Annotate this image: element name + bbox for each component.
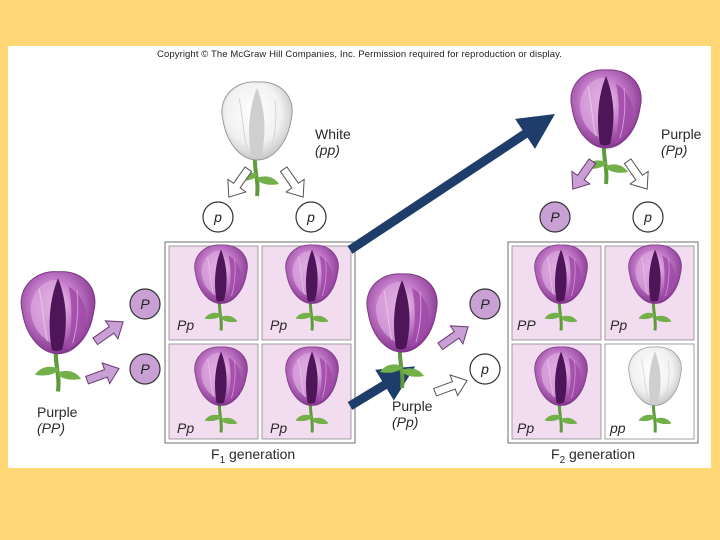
f1-generation-label: F1 generation [211, 446, 295, 466]
arrow-icon [88, 312, 130, 351]
f2-generation-label: F2 generation [551, 446, 635, 466]
allele-circle [295, 201, 327, 233]
f2-left-parent-genotype: (Pp) [392, 414, 419, 430]
allele-circle [539, 201, 571, 233]
f1-cell-2: Pp [270, 317, 288, 333]
f2-gen-sub: 2 [559, 454, 566, 466]
arrow-icon [433, 317, 475, 356]
purple-flower-icon [364, 271, 440, 390]
arrow-icon [618, 154, 657, 196]
f2-top-parent-label: Purple (Pp) [661, 126, 701, 158]
f2-gen-letter: F [551, 446, 560, 462]
f2-cell-3: Pp [517, 420, 535, 436]
f2-left-parent-color: Purple [392, 398, 433, 414]
arrow-icon [219, 162, 258, 204]
copyright-notice: Copyright © The McGraw Hill Companies, I… [157, 49, 562, 60]
allele-circle [469, 353, 501, 385]
white-parent-label: White (pp) [315, 126, 351, 158]
f2-top-parent-color: Purple [661, 126, 702, 142]
purple-flower-icon [21, 272, 95, 392]
f2-left-parent-label: Purple (Pp) [392, 398, 432, 430]
f1-cell-4: Pp [270, 420, 288, 436]
f2-top-allele-1: P [550, 209, 560, 225]
allele-circle [632, 201, 664, 233]
f2-gen-suffix: generation [565, 446, 636, 462]
arrow-icon [347, 366, 416, 410]
f1-gen-letter: F [211, 446, 220, 462]
f1-cell-3: Pp [177, 420, 195, 436]
figure-panel: Copyright © The McGraw Hill Companies, I… [8, 46, 711, 468]
allele-circle [129, 353, 161, 385]
f2-cell-4: pp [610, 420, 626, 436]
f1-cell-1: Pp [177, 317, 195, 333]
f1-left-allele-1: P [140, 296, 150, 312]
f2-top-parent-genotype: (Pp) [661, 142, 688, 158]
white-parent-genotype: (pp) [315, 142, 340, 158]
f1-gen-suffix: generation [225, 446, 296, 462]
f1-gen-sub: 1 [219, 454, 226, 466]
f2-cell-1: PP [517, 317, 536, 333]
f1-left-allele-2: P [140, 361, 150, 377]
punnett-diagram [8, 67, 699, 444]
f2-left-allele-2: p [481, 361, 489, 377]
f2-cell-2: Pp [610, 317, 628, 333]
f1-top-allele-1: p [214, 209, 222, 225]
purple-parent-label: Purple (PP) [37, 404, 77, 436]
white-flower-icon [219, 79, 295, 198]
arrow-icon [347, 114, 556, 254]
purple-parent-genotype: (PP) [37, 420, 65, 436]
f1-top-allele-2: p [307, 209, 315, 225]
f2-top-allele-2: p [644, 209, 652, 225]
arrow-icon [274, 162, 313, 204]
purple-parent-color: Purple [37, 404, 78, 420]
allele-circle [129, 288, 161, 320]
f2-left-allele-1: P [480, 296, 490, 312]
white-parent-color: White [315, 126, 351, 142]
allele-circle [469, 288, 501, 320]
arrow-icon [430, 369, 472, 403]
arrow-icon [82, 357, 124, 391]
allele-circle [202, 201, 234, 233]
